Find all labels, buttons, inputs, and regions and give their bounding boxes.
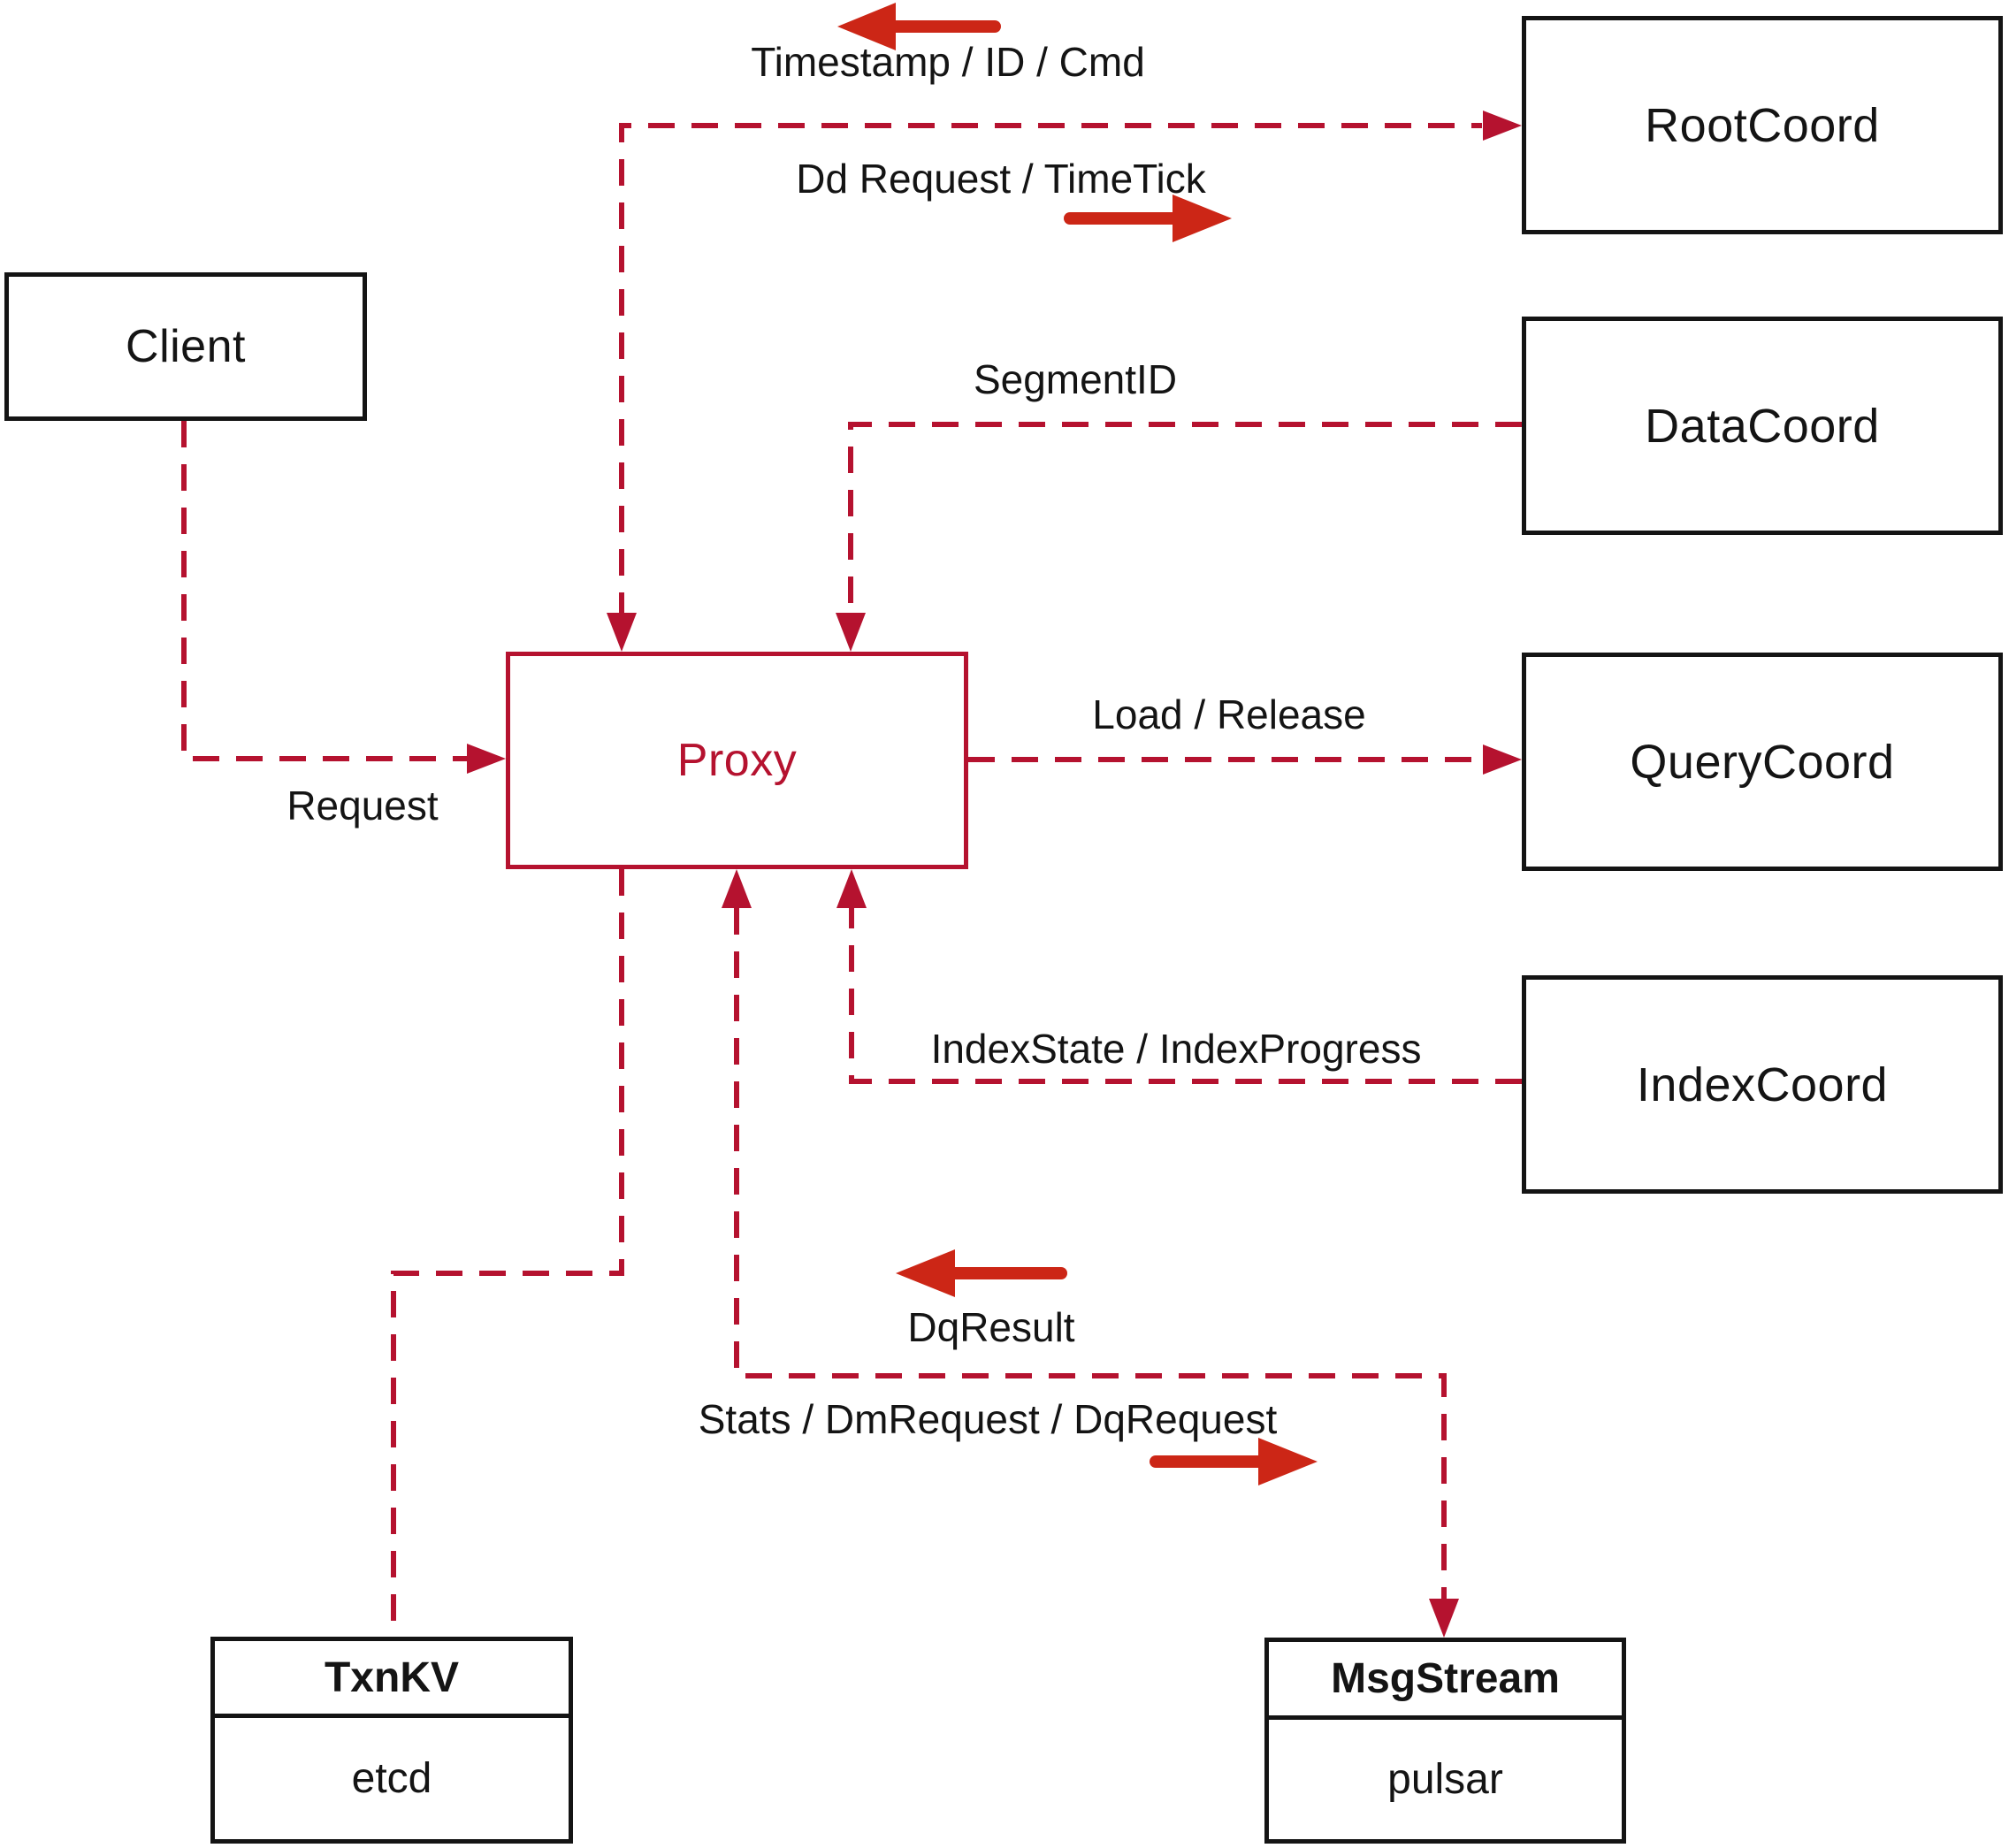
edge-label-segment-id: SegmentID	[973, 356, 1178, 402]
edge-proxy-rootcoord	[619, 123, 1482, 619]
edge-label-request: Request	[286, 783, 439, 829]
edge-label-dqresult: DqResult	[907, 1304, 1075, 1350]
edge-label-indexstate-indexprogress: IndexState / IndexProgress	[930, 1026, 1422, 1072]
node-rootcoord-label: RootCoord	[1645, 98, 1880, 152]
node-proxy-label: Proxy	[676, 735, 798, 786]
node-client: Client	[4, 272, 367, 421]
node-txnkv-impl: etcd	[351, 1755, 432, 1802]
edge-proxy-msgstream	[734, 908, 1447, 1599]
node-datacoord-label: DataCoord	[1645, 399, 1880, 453]
edge-client-proxy	[181, 421, 467, 761]
node-rootcoord: RootCoord	[1522, 16, 2003, 234]
node-client-label: Client	[126, 321, 246, 372]
node-indexcoord: IndexCoord	[1522, 975, 2003, 1194]
edge-label-stats-dmrequest-dqrequest: Stats / DmRequest / DqRequest	[698, 1396, 1278, 1442]
arrow-right-icon-dd-request	[1064, 195, 1232, 242]
node-datacoord: DataCoord	[1522, 317, 2003, 535]
node-msgstream-title: MsgStream	[1269, 1642, 1622, 1720]
arrowhead-into-proxy-bottom-left	[722, 869, 752, 908]
node-indexcoord-label: IndexCoord	[1636, 1058, 1889, 1111]
edge-datacoord-proxy	[848, 422, 1522, 615]
node-proxy: Proxy	[506, 652, 968, 869]
edge-label-load-release: Load / Release	[1092, 691, 1366, 737]
arrowhead-into-proxy-bottom-right	[836, 869, 867, 908]
arrow-right-icon-stats	[1150, 1438, 1318, 1485]
arrowhead-into-proxy-top-left	[607, 613, 637, 652]
arrow-left-icon-timestamp	[837, 3, 1001, 50]
arrowhead-into-rootcoord	[1483, 111, 1522, 141]
node-txnkv: TxnKV etcd	[210, 1637, 573, 1844]
edge-proxy-txnkv	[391, 869, 624, 1634]
node-querycoord: QueryCoord	[1522, 653, 2003, 871]
node-txnkv-title: TxnKV	[215, 1641, 569, 1718]
edge-indexcoord-proxy	[849, 908, 1522, 1084]
node-msgstream-impl: pulsar	[1387, 1756, 1503, 1803]
arrowhead-into-proxy-left	[467, 744, 506, 774]
arrow-left-icon-dqresult	[896, 1249, 1067, 1297]
node-querycoord-label: QueryCoord	[1630, 735, 1895, 789]
arrowhead-into-proxy-top-right	[836, 613, 866, 652]
arrowhead-into-querycoord	[1483, 745, 1522, 775]
arrowhead-into-msgstream	[1429, 1599, 1459, 1638]
edge-label-dd-request-timetick: Dd Request / TimeTick	[796, 156, 1206, 202]
edge-label-timestamp-id-cmd: Timestamp / ID / Cmd	[751, 39, 1145, 85]
node-msgstream: MsgStream pulsar	[1264, 1638, 1626, 1844]
